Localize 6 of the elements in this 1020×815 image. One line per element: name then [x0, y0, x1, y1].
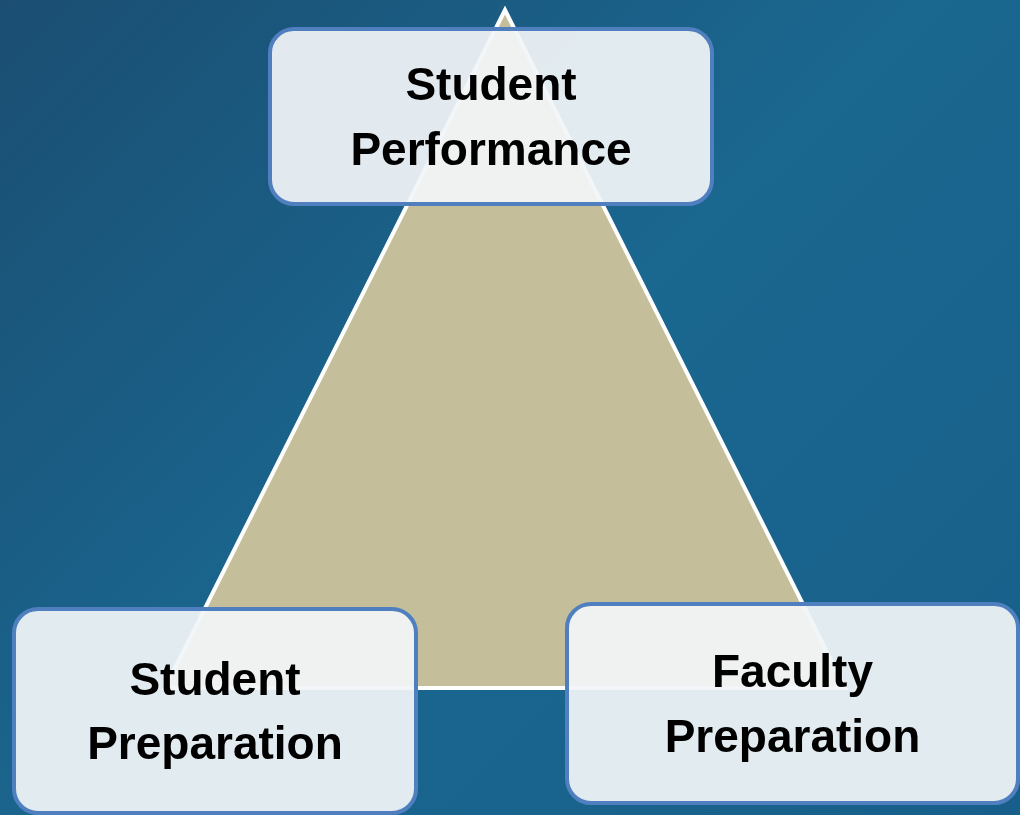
label-box: [12, 607, 418, 815]
box-label: Student Performance: [349, 57, 633, 177]
box-label: Faculty Preparation: [663, 644, 922, 764]
label-box: [268, 27, 714, 206]
box-label: Student Preparation: [86, 651, 344, 771]
label-box: [565, 602, 1020, 805]
